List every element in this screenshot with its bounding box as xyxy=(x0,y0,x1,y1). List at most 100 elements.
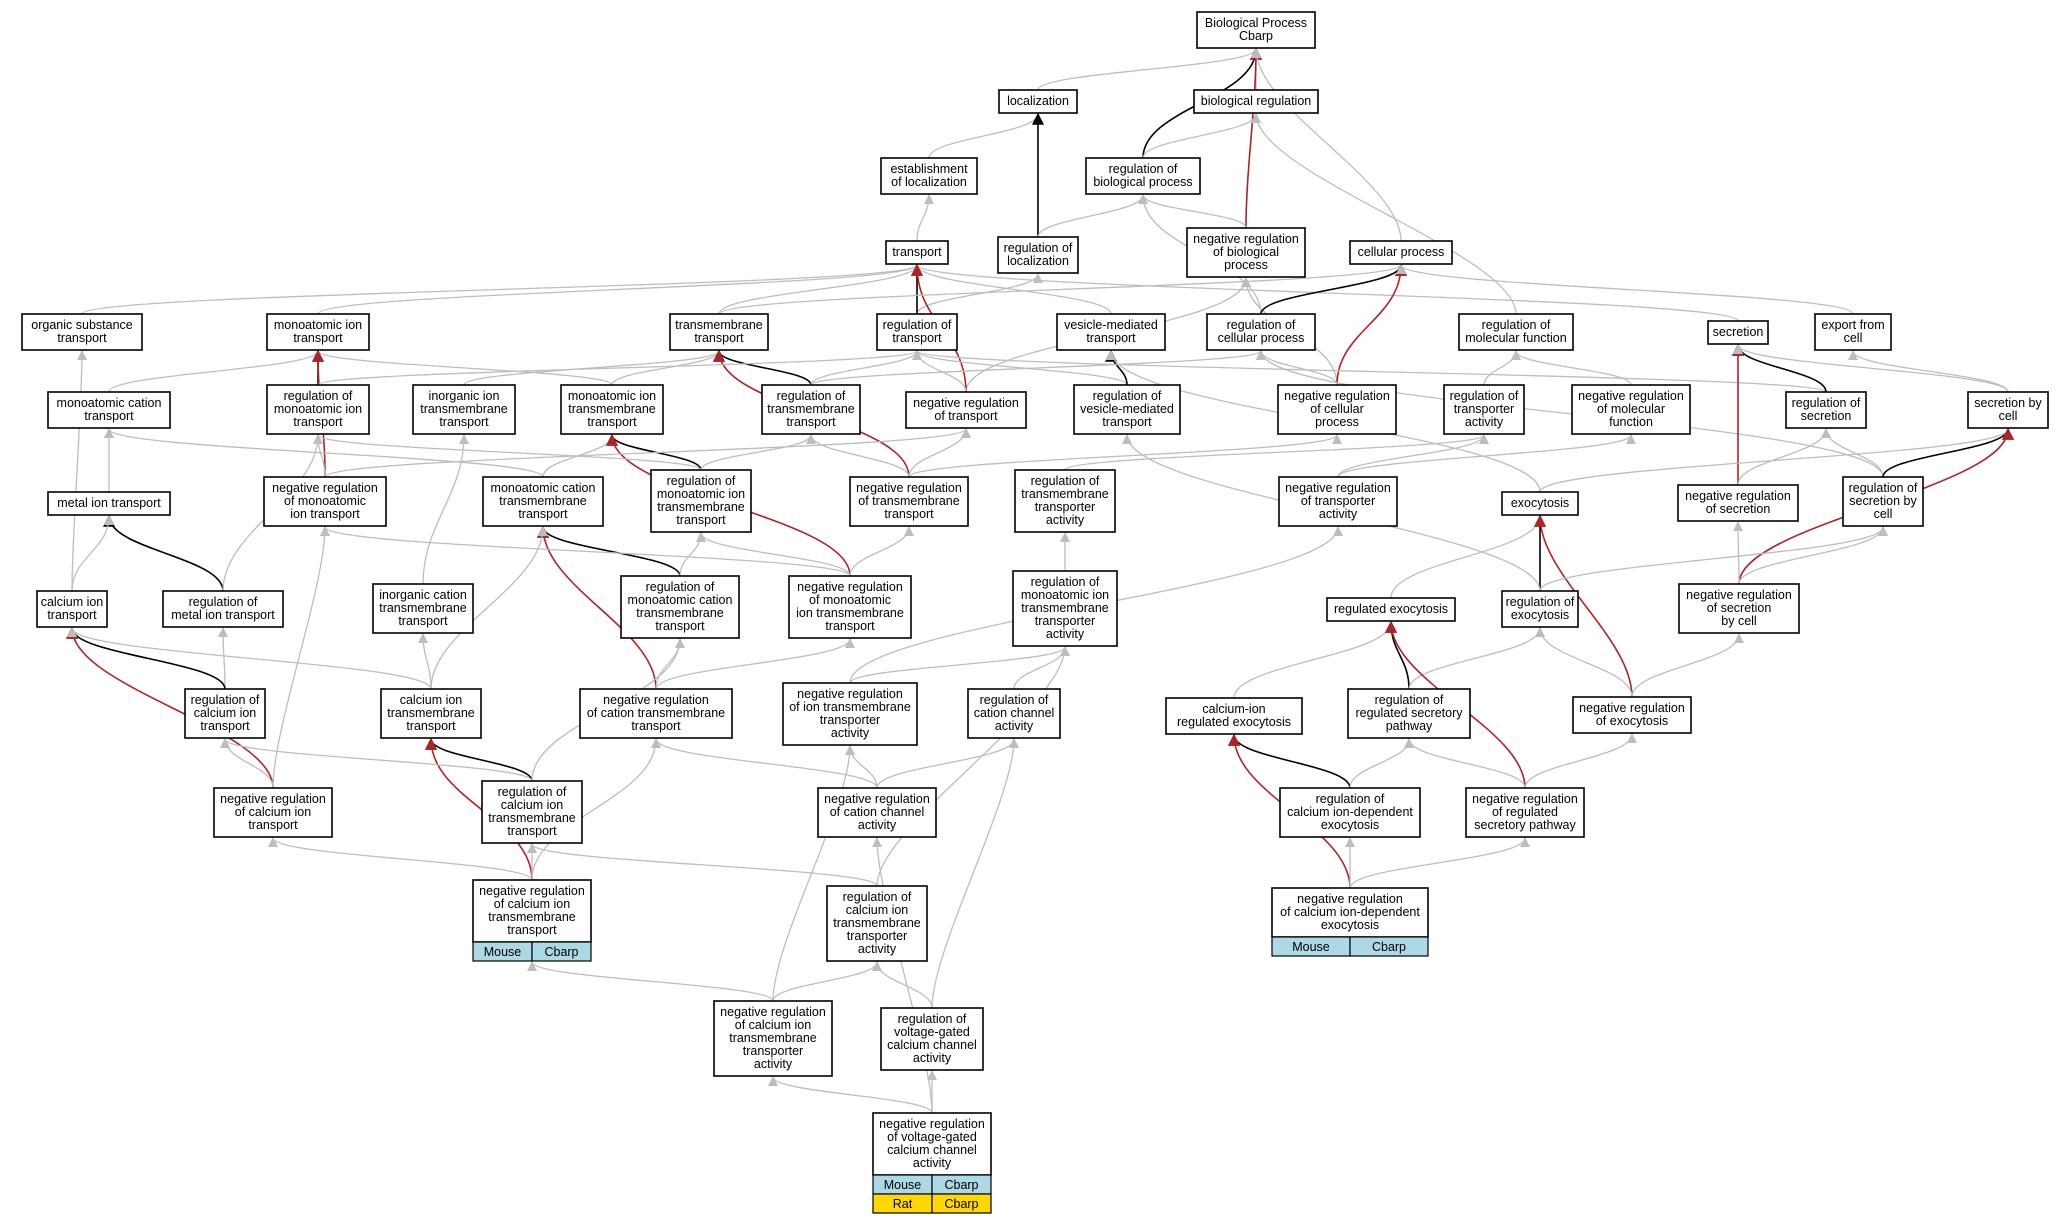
node-label-line: regulation of xyxy=(667,474,736,488)
node-box xyxy=(1501,590,1579,628)
node-label-line: ion transmembrane xyxy=(796,606,904,620)
edge-regulates xyxy=(713,349,812,386)
edge-is-a xyxy=(1251,48,1402,242)
go-term-node[interactable]: metal ion transport xyxy=(47,491,171,516)
go-term-node[interactable]: secretion xyxy=(1707,320,1769,345)
node-label-line: transport xyxy=(398,614,448,628)
edge-is-a xyxy=(1396,264,1854,315)
node-label-line: export from xyxy=(1821,318,1884,332)
edge-is-a xyxy=(81,264,922,315)
edge-is-a xyxy=(1404,738,1526,789)
node-box xyxy=(482,476,604,527)
go-term-node[interactable]: regulation oftransmembranetransporteract… xyxy=(1014,469,1116,533)
node-box xyxy=(1572,696,1692,734)
go-term-node[interactable]: biological regulation xyxy=(1193,89,1319,114)
go-term-node[interactable]: exocytosis xyxy=(1501,491,1579,516)
node-label-line: transport xyxy=(631,719,681,733)
node-label-line: regulation of xyxy=(898,1012,967,1026)
node-label-line: inorganic ion xyxy=(429,389,500,403)
edge-is-a xyxy=(1733,521,1744,585)
node-box xyxy=(560,384,664,435)
edge-is-a xyxy=(317,264,922,315)
node-label-line: exocytosis xyxy=(1511,496,1569,510)
go-term-node[interactable]: transport xyxy=(885,240,949,265)
node-box xyxy=(481,780,583,844)
node-label-line: establishment xyxy=(890,162,968,176)
go-term-node[interactable]: cellular process xyxy=(1349,240,1453,265)
node-label-line: transport xyxy=(825,619,875,633)
node-label-line: calcium ion xyxy=(194,706,257,720)
go-term-node[interactable]: localization xyxy=(998,89,1078,114)
node-label-line: negative regulation xyxy=(272,481,378,495)
node-label-line: regulation of xyxy=(284,389,353,403)
node-box xyxy=(788,575,912,639)
node-box xyxy=(1967,391,2049,429)
edge-is-a xyxy=(876,646,1070,887)
node-label-line: regulation of xyxy=(189,595,258,609)
node-box xyxy=(266,313,370,351)
edge-is-a xyxy=(527,843,878,887)
go-term-node[interactable]: regulated exocytosis xyxy=(1326,597,1456,622)
node-label-line: calcium ion xyxy=(400,693,463,707)
